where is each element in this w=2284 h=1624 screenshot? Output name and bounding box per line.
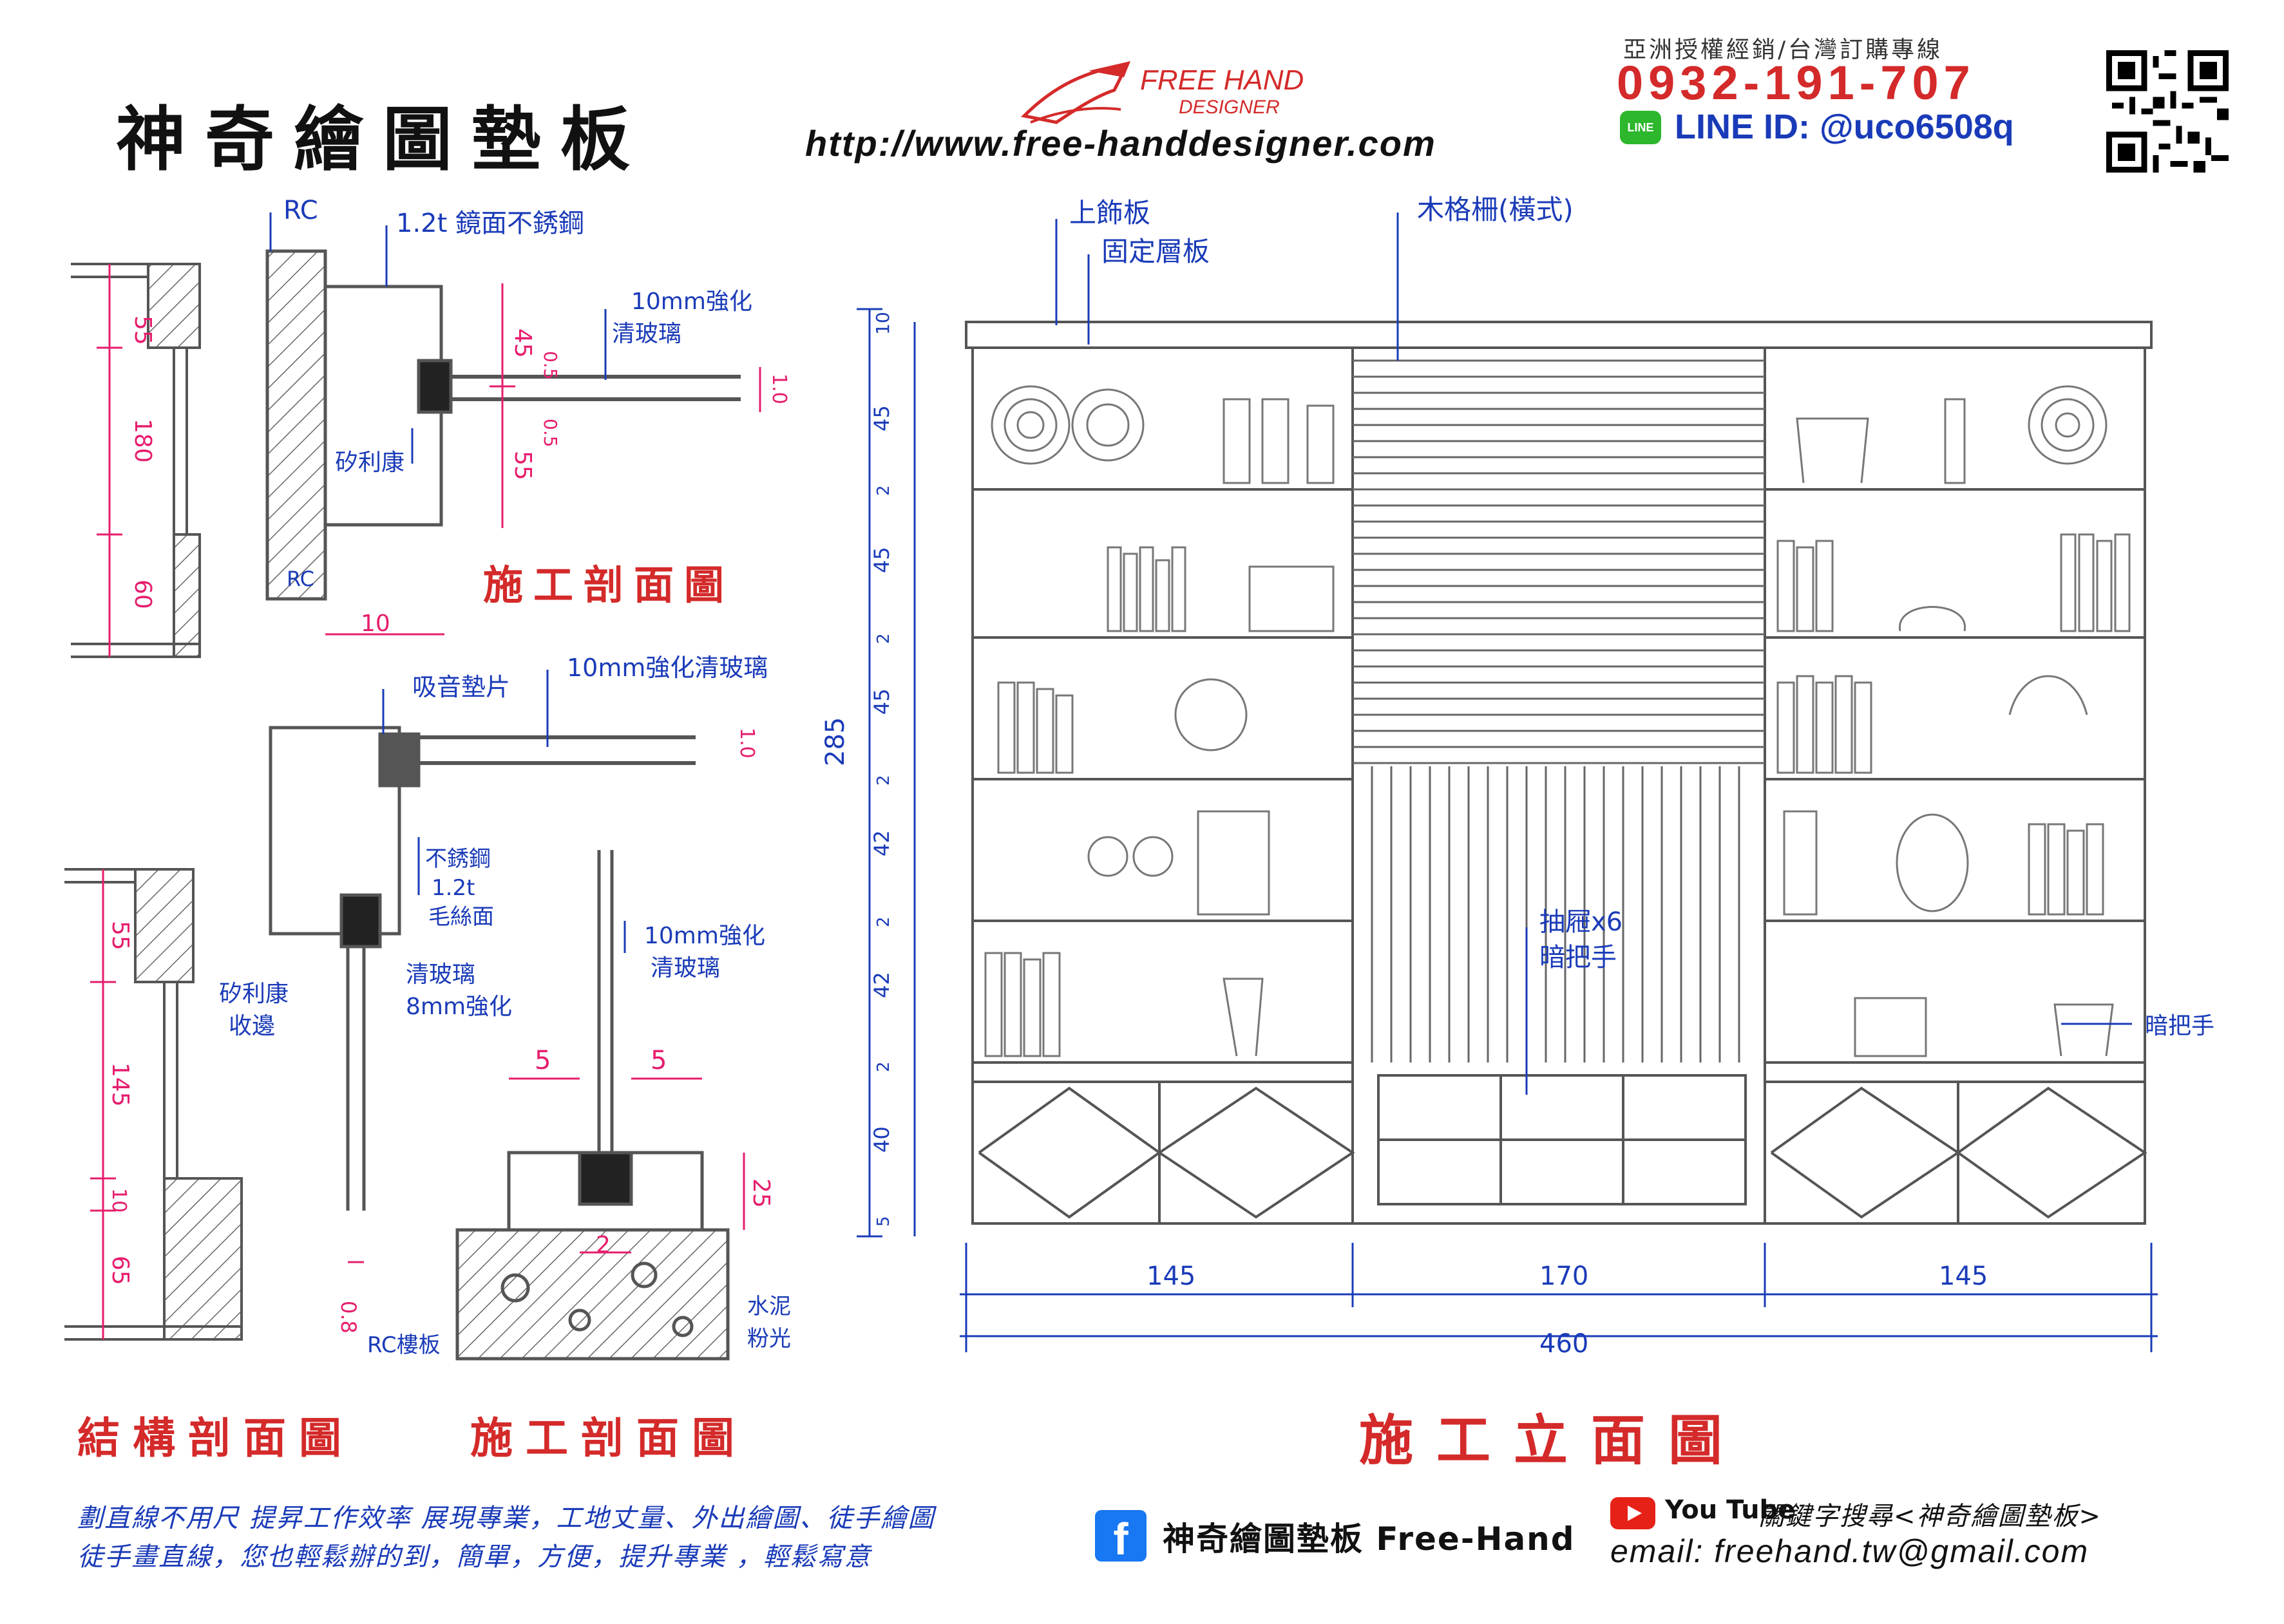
- dim-25: 25: [748, 1178, 774, 1208]
- line-id: LINE ID: @uco6508q: [1675, 108, 2014, 146]
- caption-structure-section: 結構剖面圖: [77, 1413, 354, 1463]
- wood-grille-horizontal: [1353, 359, 1765, 764]
- label-drawer-a: 抽屜x6: [1539, 907, 1623, 937]
- floor-channel-detail: [455, 850, 730, 1361]
- pen-logo-icon: [1020, 61, 1130, 124]
- label-steel-mirror: 1.2t 鏡面不銹鋼: [396, 209, 584, 238]
- label-stainless-c: 毛絲面: [428, 904, 494, 930]
- dim-left-180: 180: [129, 419, 156, 463]
- dim-height-9: 42: [870, 972, 894, 998]
- label-glass-10mm-a: 10mm強化: [631, 288, 752, 315]
- distributor-label: 亞洲授權經銷/台灣訂購專線: [1623, 37, 1943, 63]
- footer-line-1: 劃直線不用尺 提昇工作效率 展現專業，工地丈量、外出繪圖、徒手繪圖: [77, 1504, 935, 1533]
- dim-height-7: 42: [870, 830, 894, 856]
- dim-height-12: 5: [874, 1216, 893, 1227]
- dim-left2-10: 10: [108, 1188, 130, 1213]
- youtube-label: You Tube: [1665, 1495, 1796, 1525]
- label-silicone-c: 收邊: [229, 1013, 275, 1039]
- label-glass-10mm-c: 10mm強化清玻璃: [567, 654, 768, 682]
- dim-1.0-a: 1.0: [768, 373, 790, 404]
- dim-height-11: 40: [870, 1126, 894, 1153]
- dim-height-8: 2: [874, 916, 893, 927]
- dim-10-width: 10: [361, 610, 390, 637]
- line-icon: LINE: [1620, 111, 1661, 144]
- dim-55: 55: [509, 451, 536, 480]
- section-detail-middle: [269, 726, 696, 1211]
- structure-section-bottom: [64, 868, 243, 1341]
- dim-height-2: 2: [874, 485, 893, 496]
- dim-left2-145: 145: [107, 1062, 133, 1107]
- label-mortar-b: 粉光: [747, 1326, 791, 1352]
- structure-section-top: [71, 263, 201, 658]
- section-detail-top: [265, 249, 741, 601]
- dim-0.5-a: 0.5: [540, 351, 561, 380]
- dim-5-a: 5: [535, 1046, 551, 1075]
- dim-height-3: 45: [870, 547, 894, 573]
- dim-width-middle: 170: [1539, 1261, 1588, 1291]
- website-url[interactable]: http://www.free-handdesigner.com: [805, 123, 1436, 164]
- phone-number: 0932-191-707: [1617, 56, 1975, 109]
- caption-section-top: 施工剖面圖: [483, 562, 734, 609]
- label-silicone-b: 矽利康: [219, 981, 289, 1007]
- label-clear-glass-a: 清玻璃: [406, 961, 475, 988]
- label-glass-10mm-d: 10mm強化: [644, 923, 765, 949]
- logo-text-designer: DESIGNER: [1179, 97, 1280, 118]
- dim-5-b: 5: [651, 1046, 667, 1075]
- dim-line-left-top: [97, 264, 122, 657]
- dim-left-60: 60: [129, 580, 156, 609]
- dim-width-left: 145: [1147, 1261, 1195, 1291]
- contact-email[interactable]: email: freehand.tw@gmail.com: [1610, 1533, 2089, 1569]
- wood-grille-vertical: [1371, 766, 1740, 1062]
- label-wood-grille: 木格柵(橫式): [1417, 194, 1574, 225]
- brand-title: 神奇繪圖墊板: [116, 99, 650, 180]
- logo-text-free-hand: FREE HAND: [1140, 64, 1304, 96]
- qr-code-icon: [2106, 50, 2229, 173]
- dim-height-6: 2: [874, 775, 893, 786]
- label-glass-10mm-e: 清玻璃: [651, 955, 720, 981]
- footer-line-2: 徒手畫直線，您也輕鬆辦的到，簡單，方便，提升專業 ，輕鬆寫意: [77, 1542, 871, 1572]
- dim-left-55: 55: [129, 316, 156, 345]
- label-fixed-shelf: 固定層板: [1101, 236, 1210, 267]
- label-stainless-a: 不銹鋼: [425, 846, 491, 872]
- dim-left2-65: 65: [107, 1256, 133, 1285]
- facebook-icon[interactable]: f: [1095, 1510, 1147, 1564]
- dim-height-0: 10: [872, 312, 893, 335]
- label-clear-glass-b: 8mm強化: [406, 994, 512, 1020]
- dim-height-total: 285: [821, 717, 850, 766]
- dim-0.8: 0.8: [336, 1301, 361, 1334]
- dim-45: 45: [509, 328, 536, 358]
- dim-1.0-c: 1.0: [736, 728, 758, 759]
- label-glass-10mm-b: 清玻璃: [612, 321, 681, 347]
- caption-section-bottom: 施工剖面圖: [470, 1413, 747, 1463]
- dim-height-5: 45: [870, 688, 894, 715]
- youtube-icon[interactable]: [1610, 1497, 1655, 1529]
- dim-height-4: 2: [874, 633, 893, 644]
- cabinet-elevation: [965, 321, 2153, 1225]
- dim-width-total: 460: [1539, 1329, 1588, 1359]
- label-rc-top: RC: [283, 196, 318, 225]
- label-hidden-handle: 暗把手: [2145, 1013, 2214, 1039]
- caption-elevation: 施工立面圖: [1359, 1408, 1746, 1472]
- label-rc-left: RC: [287, 567, 314, 591]
- label-acoustic: 吸音墊片: [412, 673, 510, 701]
- dim-height-1: 45: [870, 405, 894, 431]
- shelf-decor: [984, 385, 2131, 1057]
- label-drawer-b: 暗把手: [1539, 943, 1617, 972]
- dim-width-right: 145: [1939, 1261, 1988, 1291]
- dim-left2-55: 55: [107, 921, 133, 950]
- dim-2: 2: [596, 1232, 611, 1258]
- dim-0.5-b: 0.5: [540, 419, 561, 448]
- youtube-search-hint: 關鍵字搜尋<神奇繪圖墊板>: [1758, 1502, 2102, 1531]
- label-silicone-a: 矽利康: [335, 449, 404, 476]
- label-stainless-b: 1.2t: [432, 875, 475, 901]
- facebook-page-name[interactable]: 神奇繪圖墊板 Free-Hand: [1163, 1520, 1575, 1558]
- label-mortar-a: 水泥: [747, 1294, 791, 1319]
- dim-height-10: 2: [874, 1061, 893, 1072]
- label-rc-slab: RC樓板: [367, 1332, 441, 1358]
- label-top-board: 上飾板: [1069, 197, 1150, 229]
